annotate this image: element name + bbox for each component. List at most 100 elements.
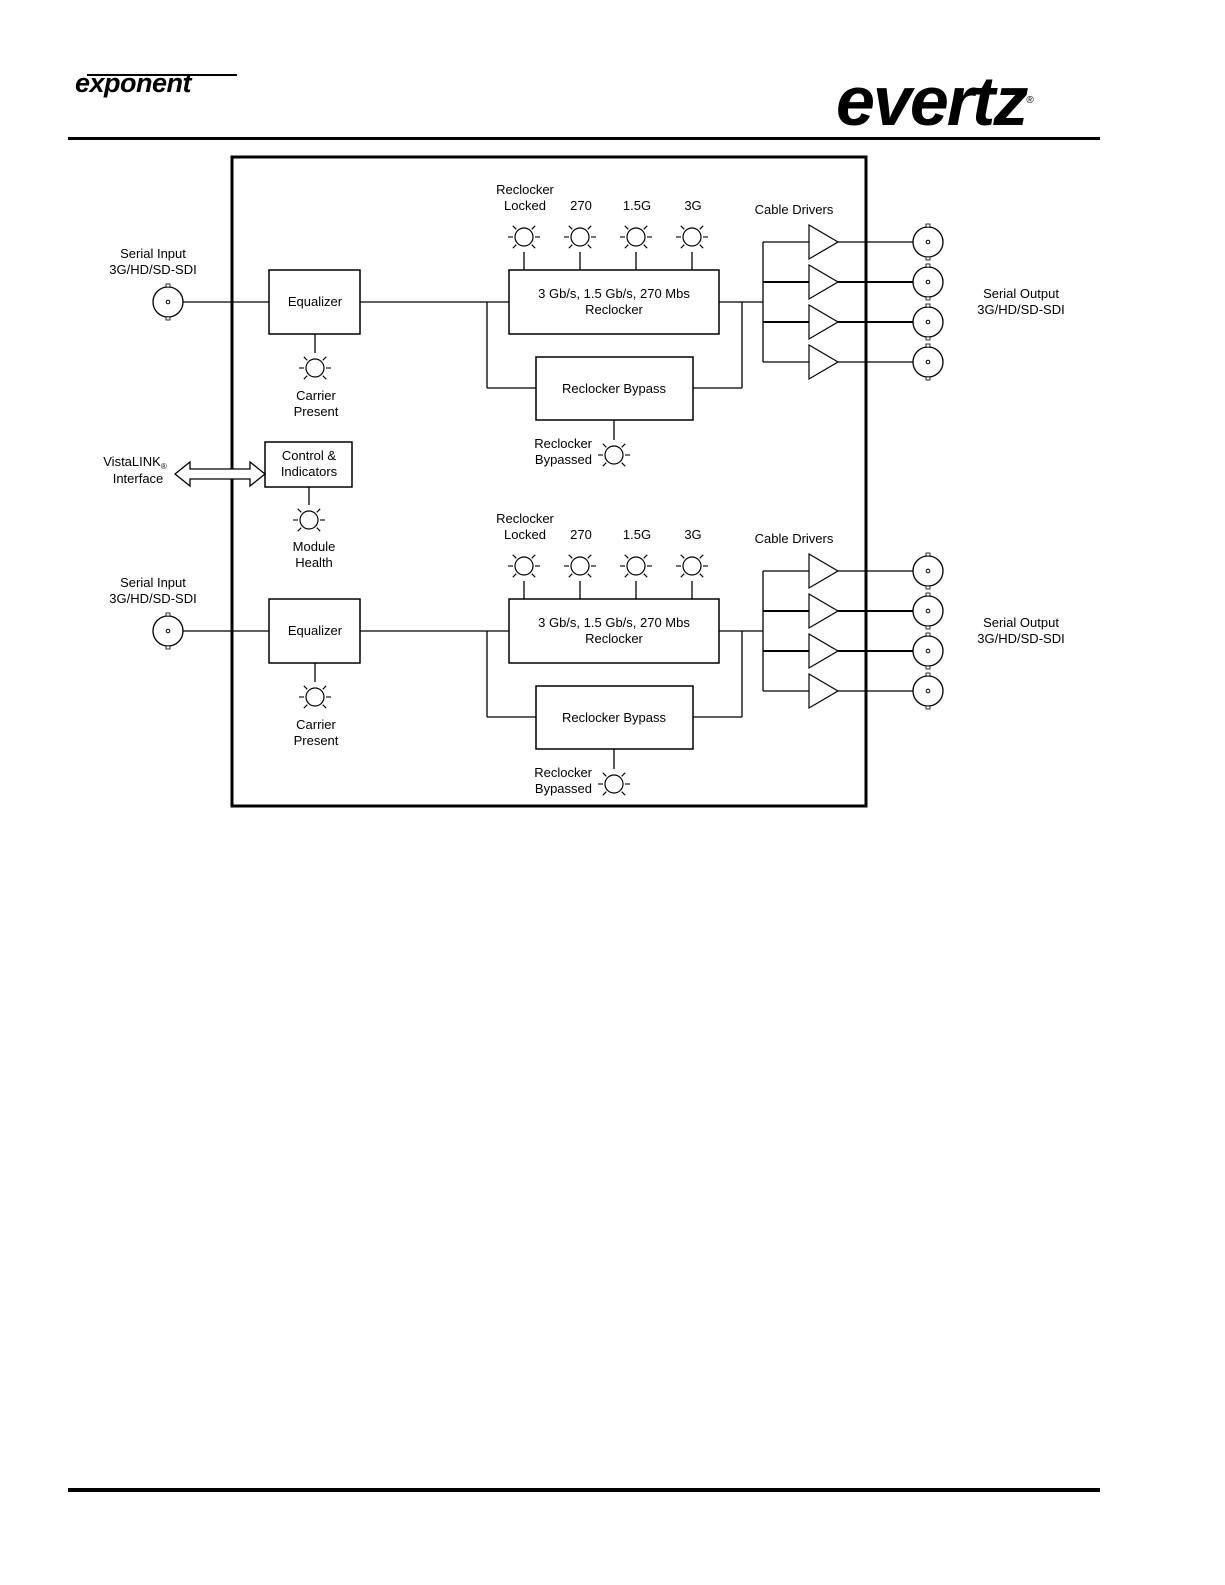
input-bnc-connector-icon: [152, 612, 184, 650]
led-circle: [514, 227, 534, 247]
reclocker-led-label: 3G: [684, 198, 701, 213]
led-circle: [682, 227, 702, 247]
led-ray: [322, 685, 327, 690]
equalizer-label: Equalizer: [288, 294, 343, 309]
carrier-present-led-icon: [299, 685, 331, 709]
reclocker-label-line: 3 Gb/s, 1.5 Gb/s, 270 Mbs: [538, 286, 690, 301]
led-ray: [624, 554, 629, 559]
bnc-tab: [925, 223, 931, 228]
module-health-led-icon: [293, 508, 325, 532]
output-bnc-connector-icon: [912, 632, 944, 670]
led-ray: [699, 225, 704, 230]
led-ray: [303, 685, 308, 690]
output-bnc-connector-icon: [912, 223, 944, 261]
led-ray: [322, 356, 327, 361]
output-bnc-connector-icon: [912, 672, 944, 710]
reclocker-bypassed-label-line: Bypassed: [535, 781, 592, 796]
led-ray: [531, 573, 536, 578]
bnc-tab: [925, 336, 931, 341]
reclocker-led-label: 1.5G: [623, 198, 651, 213]
led-ray: [680, 244, 685, 249]
equalizer-label: Equalizer: [288, 623, 343, 638]
led-ray: [297, 527, 302, 532]
led-ray: [699, 244, 704, 249]
led-ray: [680, 554, 685, 559]
led-ray: [602, 462, 607, 467]
reclocker-led-label: 3G: [684, 527, 701, 542]
led-ray: [303, 356, 308, 361]
led-ray: [699, 573, 704, 578]
reclocker-status-led-icon: [620, 554, 652, 578]
led-ray: [568, 554, 573, 559]
bnc-tab: [925, 263, 931, 268]
bnc-tab: [925, 585, 931, 590]
led-ray: [621, 791, 626, 796]
output-bnc-connector-icon: [912, 303, 944, 341]
control-indicators-label-line: Control &: [282, 448, 337, 463]
bnc-pin: [925, 688, 931, 694]
control-indicators-label-line: Indicators: [281, 464, 338, 479]
led-ray: [322, 704, 327, 709]
led-ray: [512, 225, 517, 230]
bnc-tab: [925, 665, 931, 670]
bnc-pin: [925, 319, 931, 325]
led-circle: [305, 358, 325, 378]
vistalink-double-arrow-icon: [173, 460, 267, 488]
bnc-tab: [925, 376, 931, 381]
bnc-tab: [925, 343, 931, 348]
led-ray: [531, 554, 536, 559]
cable-driver-triangle-icon: [808, 343, 840, 381]
led-ray: [322, 375, 327, 380]
reclocker-status-led-icon: [508, 554, 540, 578]
vistalink-interface-label: VistaLINK®Interface: [103, 454, 167, 486]
led-circle: [604, 445, 624, 465]
cable-driver-triangle-icon: [808, 223, 840, 261]
led-ray: [643, 244, 648, 249]
reclocker-led-label-line: Reclocker: [496, 511, 554, 526]
reclocker-bypass-block: [535, 685, 694, 750]
bnc-pin: [925, 648, 931, 654]
serial-input-label-line: 3G/HD/SD-SDI: [109, 262, 196, 277]
logo-bar: [87, 74, 237, 76]
led-ray: [512, 573, 517, 578]
led-circle: [626, 227, 646, 247]
reclocker-led-label: 270: [570, 527, 592, 542]
output-bnc-connector-icon: [912, 592, 944, 630]
bnc-tab: [925, 552, 931, 557]
led-ray: [297, 508, 302, 513]
exponent-logo-text: exponent: [75, 68, 192, 98]
led-circle: [626, 556, 646, 576]
led-ray: [602, 772, 607, 777]
reclocker-led-label-line: Locked: [504, 527, 546, 542]
led-ray: [303, 375, 308, 380]
reclocker-bypassed-led-icon: [598, 443, 630, 467]
cable-driver-triangle-icon: [808, 632, 840, 670]
carrier-present-label-line: Present: [294, 404, 339, 419]
carrier-present-label-line: Present: [294, 733, 339, 748]
cable-driver-triangle-icon: [808, 263, 840, 301]
reclocker-block: [508, 598, 720, 664]
led-ray: [621, 772, 626, 777]
reclocker-label-line: Reclocker: [585, 631, 643, 646]
led-ray: [699, 554, 704, 559]
bnc-tab: [925, 256, 931, 261]
reclocker-bypassed-led-icon: [598, 772, 630, 796]
evertz-logo: evertz®: [836, 66, 1034, 136]
led-ray: [602, 443, 607, 448]
led-ray: [587, 554, 592, 559]
reclocker-status-led-icon: [620, 225, 652, 249]
output-bnc-connector-icon: [912, 263, 944, 301]
reclocker-bypassed-label-line: Bypassed: [535, 452, 592, 467]
reclocker-bypass-label: Reclocker Bypass: [562, 710, 667, 725]
led-ray: [316, 527, 321, 532]
reclocker-led-label-line: 270: [570, 198, 592, 213]
led-ray: [531, 244, 536, 249]
reclocker-led-label-line: 270: [570, 527, 592, 542]
bnc-pin: [925, 608, 931, 614]
